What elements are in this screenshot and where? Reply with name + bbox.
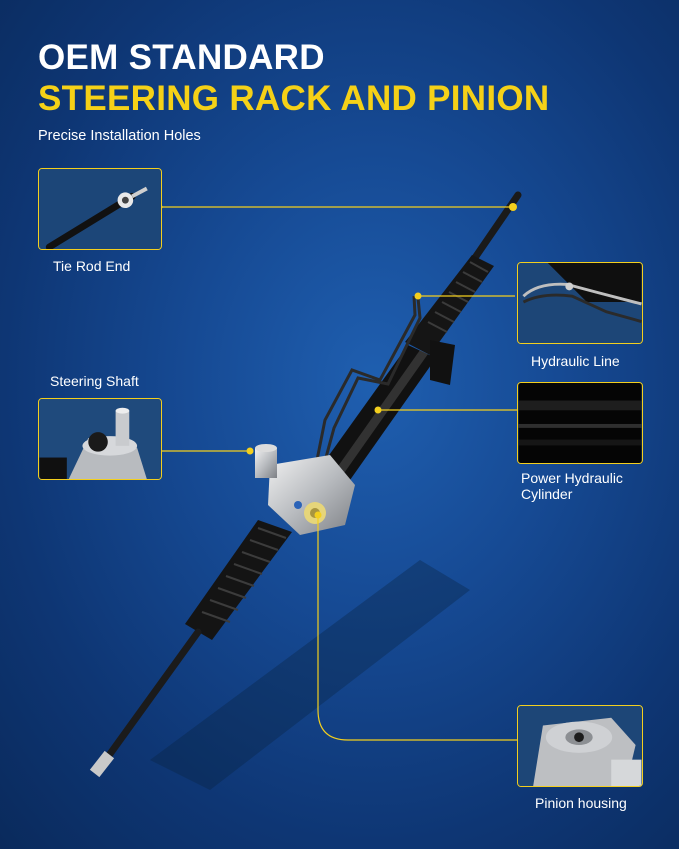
steering-shaft-body	[255, 444, 277, 478]
steering-shaft-label: Steering Shaft	[50, 373, 139, 389]
headline-line-2: STEERING RACK AND PINION	[38, 79, 550, 118]
headline: OEM STANDARD STEERING RACK AND PINION	[38, 40, 550, 116]
upper-boot	[405, 255, 494, 355]
tie-rod-end-inset	[38, 168, 162, 250]
lower-thread-end	[89, 750, 115, 778]
hydraulic-line-label: Hydraulic Line	[531, 353, 620, 369]
headline-line-1: OEM STANDARD	[38, 38, 325, 77]
steering-shaft-image	[39, 399, 161, 479]
tie-rod-end-image	[39, 169, 161, 249]
pinion-housing-image	[518, 706, 642, 786]
steering-shaft-inset	[38, 398, 162, 480]
subheadline: Precise Installation Holes	[38, 128, 201, 144]
lower-boot	[185, 520, 292, 640]
pinion-housing-label: Pinion housing	[535, 795, 627, 811]
pinion-housing-inset	[517, 705, 643, 787]
tie-rod-end-label: Tie Rod End	[53, 258, 131, 274]
callout-dots	[157, 203, 517, 519]
power-cylinder-image	[518, 383, 642, 463]
callout-leaders	[161, 206, 518, 741]
hydraulic-line-inset	[517, 262, 643, 344]
power-cylinder-label: Power Hydraulic Cylinder	[521, 470, 623, 502]
pinion-housing-body	[268, 455, 355, 535]
power-cylinder-label-line-2: Cylinder	[521, 486, 573, 502]
mount-bracket	[430, 340, 455, 385]
power-cylinder-label-line-1: Power Hydraulic	[521, 470, 623, 486]
rack-shadow	[150, 560, 470, 790]
power-cylinder-inset	[517, 382, 643, 464]
hydraulic-lines	[313, 295, 422, 473]
lower-tie-rod	[98, 628, 202, 769]
hydraulic-line-image	[518, 263, 642, 343]
